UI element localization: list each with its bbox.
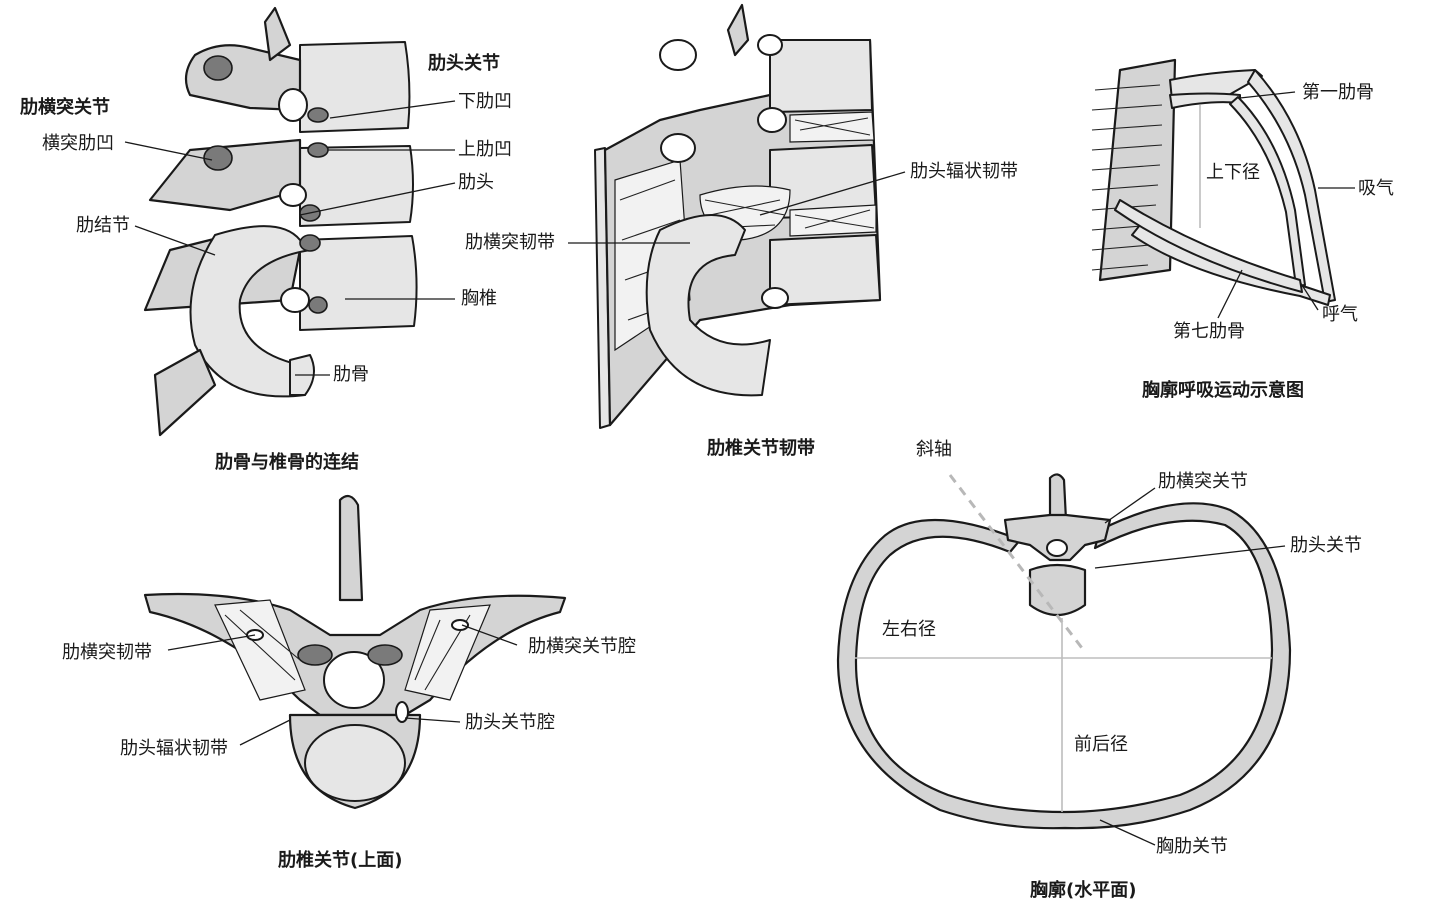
label-inferior-costal-facet: 下肋凹 (458, 91, 512, 112)
label-costotransverse-joint-2: 肋横突关节 (1158, 471, 1248, 492)
label-rib: 肋骨 (333, 364, 369, 385)
label-radiate-ligament-2: 肋头辐状韧带 (120, 738, 228, 759)
label-oblique-axis: 斜轴 (916, 439, 952, 460)
label-sagittal-diameter: 前后径 (1074, 734, 1128, 755)
label-seventh-rib: 第七肋骨 (1173, 321, 1245, 342)
leader-seventh-rib (1217, 269, 1243, 319)
label-costal-head-joint: 肋头关节 (428, 53, 500, 74)
label-transverse-costal-facet: 横突肋凹 (42, 133, 114, 154)
label-thoracic-vertebra: 胸椎 (461, 288, 497, 309)
leader-radiate-ligament-2 (239, 719, 291, 746)
label-costal-head-joint-cavity: 肋头关节腔 (465, 712, 555, 733)
caption-ligaments: 肋椎关节韧带 (707, 438, 815, 459)
leader-rib-tubercle (134, 225, 216, 256)
label-vertical-diameter: 上下径 (1206, 162, 1260, 183)
caption-thorax-horizontal: 胸廓(水平面) (1030, 880, 1137, 901)
label-costotransverse-joint: 肋横突关节 (20, 97, 110, 118)
label-first-rib: 第一肋骨 (1302, 82, 1374, 103)
leader-costotransverse-joint-2 (1104, 487, 1156, 524)
label-radiate-ligament: 肋头辐状韧带 (910, 161, 1018, 182)
leader-costal-head-joint-2 (1094, 545, 1286, 569)
ligaments-drawing (568, 3, 906, 429)
leader-transverse-facet (124, 141, 213, 161)
leader-radiate-ligament (759, 171, 906, 216)
label-transverse-diameter: 左右径 (882, 619, 936, 640)
label-sternocostal-joint: 胸肋关节 (1156, 836, 1228, 857)
breathing-drawing (1091, 58, 1355, 319)
caption-breathing: 胸廓呼吸运动示意图 (1142, 380, 1304, 401)
thorax-horizontal-drawing (836, 473, 1292, 846)
label-superior-costal-facet: 上肋凹 (458, 139, 512, 160)
caption-superior-view: 肋椎关节(上面) (278, 850, 403, 871)
leader-costal-head-cavity (404, 717, 461, 723)
label-costotransverse-ligament: 肋横突韧带 (465, 232, 555, 253)
label-expiration: 呼气 (1322, 304, 1358, 325)
label-costotransverse-joint-cavity: 肋横突关节腔 (528, 636, 636, 657)
leader-inferior-facet (329, 100, 456, 119)
superior-view-drawing (143, 494, 567, 810)
leader-first-rib (1239, 91, 1296, 99)
label-inspiration: 吸气 (1358, 178, 1394, 199)
costovertebral-drawing (124, 6, 456, 437)
leader-sternocostal-joint (1099, 819, 1156, 846)
leader-expiration (1299, 281, 1319, 311)
leader-costotransverse-cavity (461, 624, 518, 646)
caption-costovertebral: 肋骨与椎骨的连结 (215, 452, 359, 473)
label-rib-tubercle: 肋结节 (76, 215, 130, 236)
leader-rib-head (299, 182, 456, 216)
leader-costotransverse-ligament-2 (167, 634, 256, 651)
label-costal-head-joint-2: 肋头关节 (1290, 535, 1362, 556)
label-costotransverse-ligament-2: 肋横突韧带 (62, 642, 152, 663)
oblique-axis-line (948, 474, 1087, 653)
label-rib-head: 肋头 (458, 172, 494, 193)
